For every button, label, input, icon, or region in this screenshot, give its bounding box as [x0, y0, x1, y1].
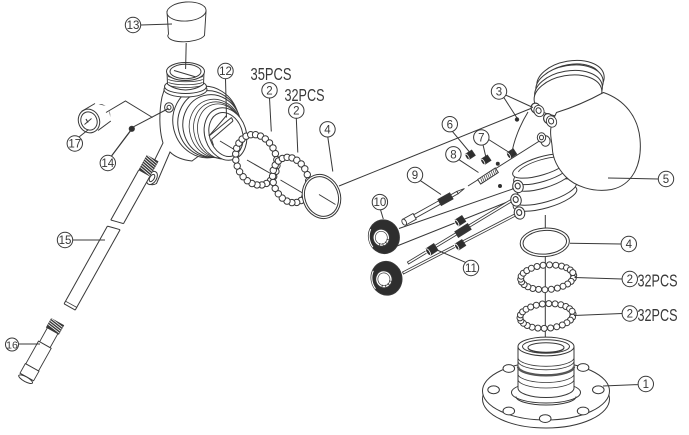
svg-text:17: 17: [68, 139, 81, 151]
svg-text:4: 4: [626, 239, 633, 251]
svg-text:10: 10: [374, 197, 387, 209]
svg-text:9: 9: [412, 170, 418, 182]
svg-text:14: 14: [101, 158, 114, 170]
svg-text:2: 2: [627, 309, 633, 321]
svg-text:8: 8: [450, 149, 456, 161]
svg-text:13: 13: [127, 20, 140, 32]
svg-text:32PCS: 32PCS: [638, 305, 678, 325]
svg-text:1: 1: [643, 379, 649, 391]
svg-text:2: 2: [293, 106, 299, 118]
svg-text:32PCS: 32PCS: [638, 271, 678, 291]
svg-text:32PCS: 32PCS: [285, 85, 325, 105]
svg-text:6: 6: [447, 119, 453, 131]
svg-text:3: 3: [496, 87, 502, 99]
svg-text:4: 4: [324, 124, 331, 136]
svg-text:35PCS: 35PCS: [251, 64, 292, 84]
svg-text:15: 15: [59, 235, 72, 247]
svg-text:7: 7: [478, 133, 484, 145]
svg-text:2: 2: [266, 85, 272, 97]
svg-text:12: 12: [219, 66, 232, 78]
svg-text:16: 16: [6, 339, 18, 351]
svg-text:5: 5: [663, 174, 669, 186]
svg-text:2: 2: [627, 274, 633, 286]
svg-text:11: 11: [465, 263, 477, 275]
